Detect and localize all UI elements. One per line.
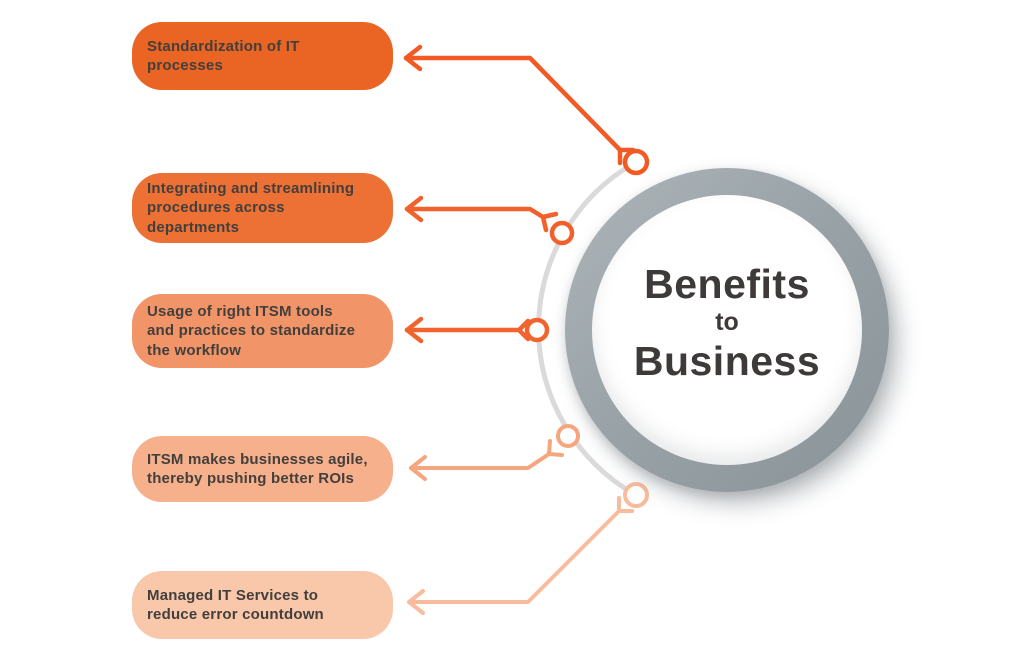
fork-icon xyxy=(540,211,559,233)
connector-2 xyxy=(404,195,575,246)
benefit-box-itsm-tools: Usage of right ITSM tools and practices … xyxy=(132,294,393,368)
central-ring-inner xyxy=(592,195,862,465)
arrowhead-icon xyxy=(404,195,424,223)
node-circle-3 xyxy=(524,317,550,343)
benefit-box-standardization: Standardization of IT processes xyxy=(132,22,393,90)
connector-5 xyxy=(407,482,649,615)
node-circle-2 xyxy=(549,220,575,246)
diagram-title: Benefits to Business xyxy=(565,161,889,485)
connector-4 xyxy=(409,424,580,481)
arrowhead-icon xyxy=(407,589,425,615)
connector-2-line xyxy=(404,206,546,220)
node-circle-1 xyxy=(622,148,650,176)
fork-icon xyxy=(547,439,564,457)
central-ring xyxy=(565,168,889,492)
connector-1 xyxy=(403,44,650,176)
connector-1-line xyxy=(403,55,623,153)
benefit-box-agile-roi: ITSM makes businesses agile, thereby pus… xyxy=(132,436,393,502)
node-circle-4 xyxy=(556,424,580,448)
connector-5-line xyxy=(407,509,621,604)
connector-4-line xyxy=(409,452,551,470)
arrowhead-icon xyxy=(404,316,424,344)
fork-icon xyxy=(516,318,531,342)
fork-icon xyxy=(617,147,636,166)
connector-3 xyxy=(404,316,550,344)
title-line-business: Business xyxy=(633,337,821,384)
fork-icon xyxy=(617,496,634,513)
title-line-benefits: Benefits xyxy=(644,260,810,307)
arrowhead-icon xyxy=(409,455,427,481)
arrowhead-icon xyxy=(403,44,423,72)
node-circle-5 xyxy=(623,482,649,508)
title-line-to: to xyxy=(715,308,739,337)
benefit-box-managed-services: Managed IT Services to reduce error coun… xyxy=(132,571,393,639)
benefit-box-integrating: Integrating and streamlining procedures … xyxy=(132,173,393,243)
